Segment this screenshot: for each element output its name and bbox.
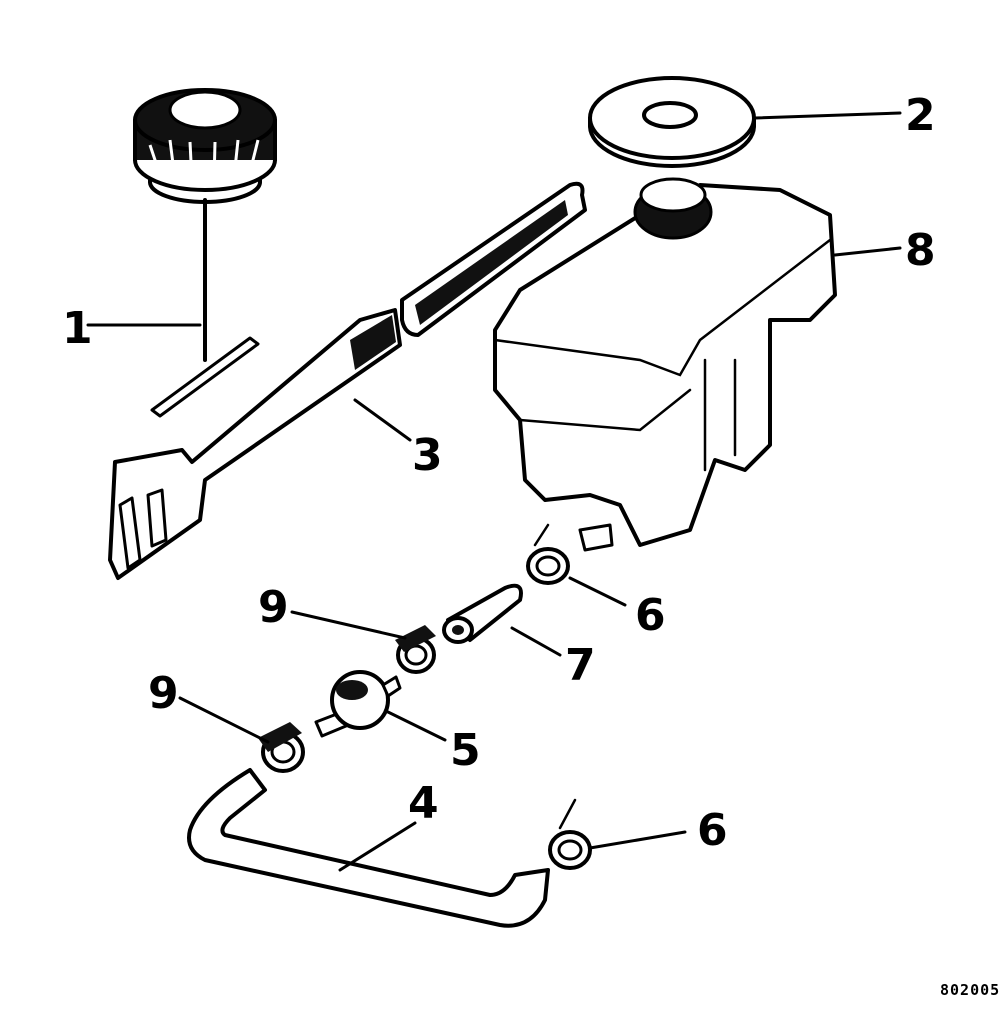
- part-hose-clamp-upper: [395, 625, 436, 674]
- callout-1: 1: [62, 303, 93, 354]
- leader-lines: [86, 111, 902, 872]
- part-clamp-upper: [526, 523, 570, 585]
- part-filler-cap-dipstick: [133, 88, 277, 418]
- part-clamp-lower: [548, 798, 592, 870]
- callout-3: 3: [412, 430, 443, 481]
- callout-9-lower: 9: [148, 668, 179, 719]
- figure-code: 802005: [940, 981, 1000, 999]
- part-short-hose: [442, 583, 523, 644]
- part-long-hose: [187, 768, 550, 928]
- callout-2: 2: [905, 90, 936, 141]
- callout-6-upper: 6: [635, 590, 666, 641]
- part-tank: [493, 177, 837, 552]
- callout-8: 8: [905, 225, 936, 276]
- part-gasket: [588, 76, 756, 168]
- part-hose-clamp-lower: [258, 722, 305, 773]
- callout-5: 5: [450, 725, 481, 776]
- callout-7: 7: [565, 640, 596, 691]
- callout-4: 4: [408, 778, 439, 829]
- callout-9-upper: 9: [258, 582, 289, 633]
- part-strap: [108, 181, 587, 580]
- callout-6-lower: 6: [697, 805, 728, 856]
- part-fuel-filter: [314, 670, 402, 738]
- callout-labels: 1 2 3 4 5 6 6 7 8 9 9: [62, 90, 936, 856]
